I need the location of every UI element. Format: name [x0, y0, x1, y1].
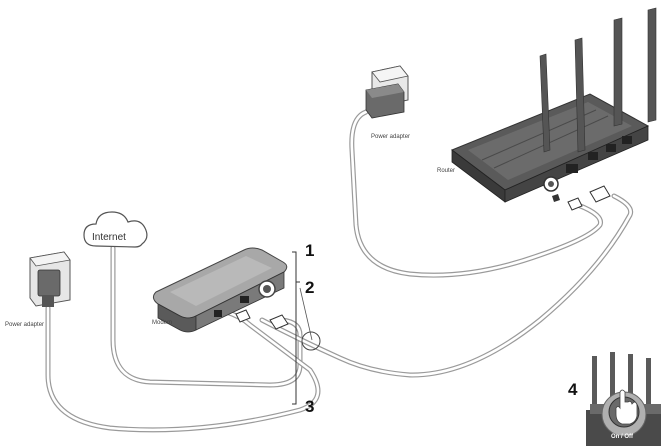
power-adapter-top: Power adapter: [365, 65, 410, 140]
router-antenna-4: [647, 7, 657, 123]
step-1-label: 1: [305, 241, 314, 260]
cloud-icon: [83, 211, 148, 248]
cables: [45, 109, 634, 433]
on-off-label: On / Off: [611, 434, 634, 440]
modem-label: Modem: [152, 320, 172, 326]
power-adapter-top-label: Power adapter: [371, 134, 410, 140]
finger-press-icon: [615, 389, 638, 425]
router-antenna-3: [613, 17, 623, 127]
step-markers: 1 2 3 4: [292, 241, 578, 416]
power-adapter-left-label: Power adapter: [5, 322, 44, 328]
router-antenna-2: [574, 37, 586, 153]
step-4-label: 4: [568, 380, 578, 399]
router-label: Router: [437, 168, 455, 174]
internet-cloud: Internet: [83, 211, 148, 248]
power-button-inset: On / Off: [586, 352, 661, 446]
modem: Modem: [152, 247, 289, 333]
step-2-indicator: [301, 331, 321, 351]
step-bracket: [292, 251, 297, 405]
router-antenna-1: [539, 53, 551, 153]
power-adapter-left: Power adapter: [5, 251, 71, 328]
router: Router: [437, 7, 657, 211]
step-2-label: 2: [305, 278, 314, 297]
step-3-label: 3: [305, 397, 314, 416]
internet-label: Internet: [92, 232, 126, 243]
